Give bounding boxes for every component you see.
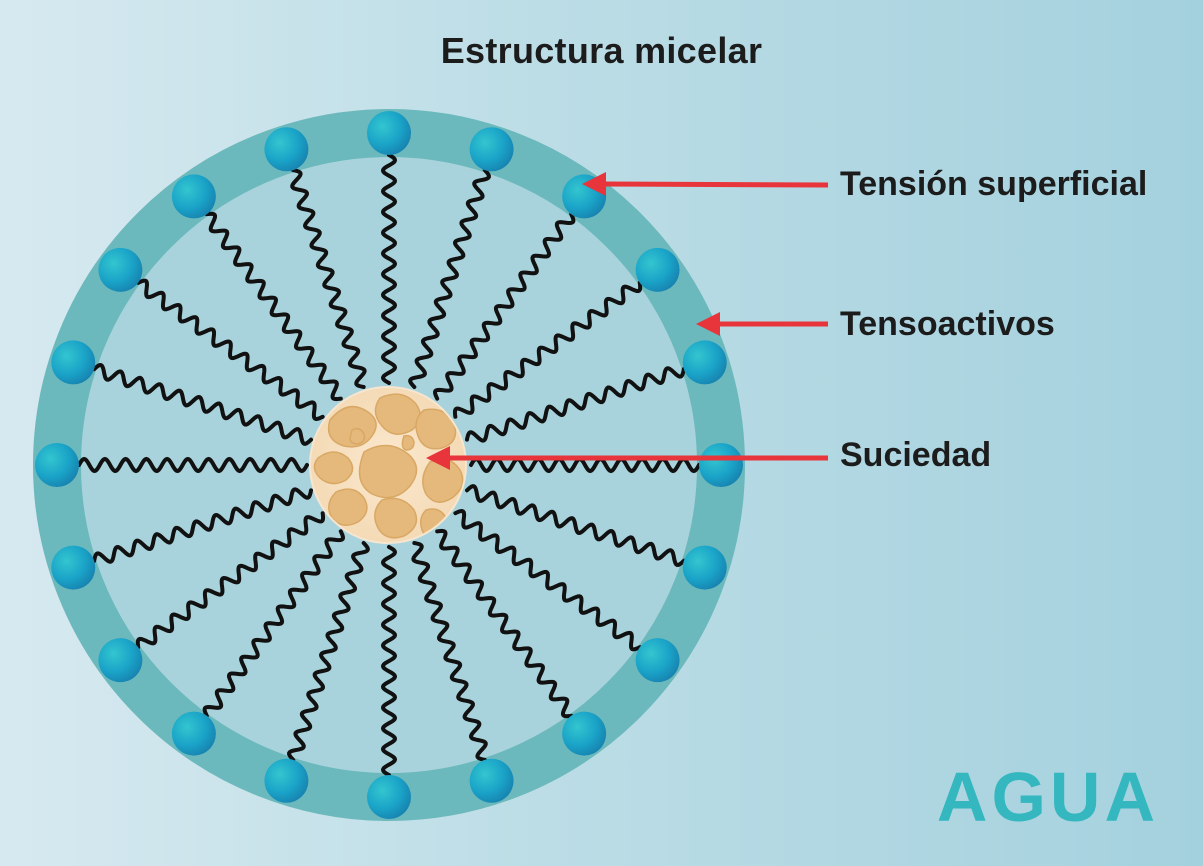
surfactant-tail [287,540,370,762]
surfactant-head [682,545,727,590]
surfactant-head [98,638,143,683]
surfactant-tail [204,211,343,402]
surfactant-tail [453,508,642,652]
surfactant-head [171,711,216,756]
surfactant-head [51,545,96,590]
surfactant-tail [136,278,325,422]
surfactant-head [98,247,143,292]
surfactant-tail [464,484,686,567]
surfactant-tail [290,168,367,390]
surfactant-head [264,758,309,803]
surfactant-tail [411,540,488,762]
surfactant-head [682,340,727,385]
surfactant-head [264,127,309,172]
surfactant-head [51,340,96,385]
surfactant-head [171,174,216,219]
surfactant-tail [202,529,346,718]
surfactant-tail [464,366,686,443]
surfactant-head [562,711,607,756]
arrow-tension-superficial [582,172,829,196]
surfactant-tail [92,487,314,564]
surfactant-head [699,443,743,487]
medium-label-agua: AGUA [936,758,1159,836]
surfactant-tail [92,363,314,446]
surfactant-tail [380,545,398,777]
surfactant-head [635,247,680,292]
dirt-particle [309,386,467,544]
diagram-title: Estructura micelar [440,30,763,71]
label-tension-superficial: Tensión superficial [840,165,1148,203]
arrow-tensoactivos [696,312,828,336]
surfactant-head [367,111,411,155]
surfactant-tail [380,153,398,385]
surfactant-tail [452,280,643,419]
surfactant-tail [432,212,576,401]
label-tensoactivos: Tensoactivos [840,305,1055,343]
surfactant-tail [408,168,491,390]
surfactant-tail [435,528,574,719]
arrow-suciedad [426,446,828,470]
surfactant-tail [135,511,326,650]
surfactant-head [469,758,514,803]
surfactant-head [367,775,411,819]
surfactant-tail [77,456,309,474]
label-suciedad: Suciedad [840,436,992,474]
surfactant-head [635,638,680,683]
surfactant-head [469,127,514,172]
surfactant-head [35,443,79,487]
